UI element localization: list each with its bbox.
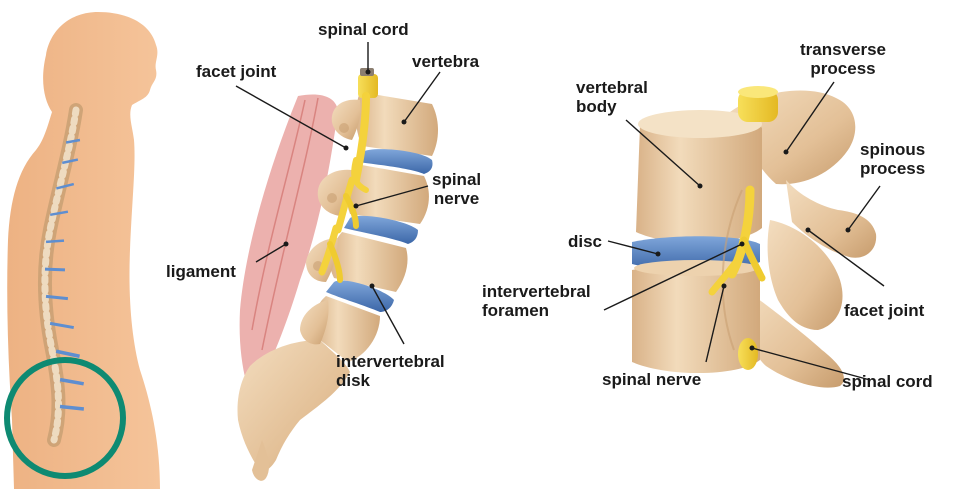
label-spinal-nerve-left-line2: nerve xyxy=(432,189,481,208)
label-spinous-process-line1: spinous xyxy=(860,140,925,159)
label-intervertebral-foramen-line2: foramen xyxy=(482,301,591,320)
label-facet-joint-left: facet joint xyxy=(196,62,276,81)
label-spinal-nerve-left: spinal nerve xyxy=(432,170,481,208)
label-spinal-nerve-right: spinal nerve xyxy=(602,370,701,389)
label-ligament: ligament xyxy=(166,262,236,281)
label-spinal-cord-top: spinal cord xyxy=(318,20,409,39)
label-intervertebral-disk: intervertebral disk xyxy=(336,352,445,390)
body-silhouette xyxy=(7,12,160,489)
label-vertebral-body-line2: body xyxy=(576,97,648,116)
label-vertebra: vertebra xyxy=(412,52,479,71)
label-facet-joint-right: facet joint xyxy=(844,301,924,320)
label-disc: disc xyxy=(568,232,602,251)
label-transverse-process-line2: process xyxy=(800,59,886,78)
label-spinal-nerve-left-line1: spinal xyxy=(432,170,481,189)
label-spinous-process-line2: process xyxy=(860,159,925,178)
label-intervertebral-disk-line1: intervertebral xyxy=(336,352,445,371)
label-intervertebral-foramen-line1: intervertebral xyxy=(482,282,591,301)
label-vertebral-body: vertebral body xyxy=(576,78,648,116)
label-intervertebral-disk-line2: disk xyxy=(336,371,445,390)
label-transverse-process: transverse process xyxy=(800,40,886,78)
label-intervertebral-foramen: intervertebral foramen xyxy=(482,282,591,320)
label-spinal-cord-right: spinal cord xyxy=(842,372,933,391)
label-spinous-process: spinous process xyxy=(860,140,925,178)
label-transverse-process-line1: transverse xyxy=(800,40,886,59)
label-vertebral-body-line1: vertebral xyxy=(576,78,648,97)
